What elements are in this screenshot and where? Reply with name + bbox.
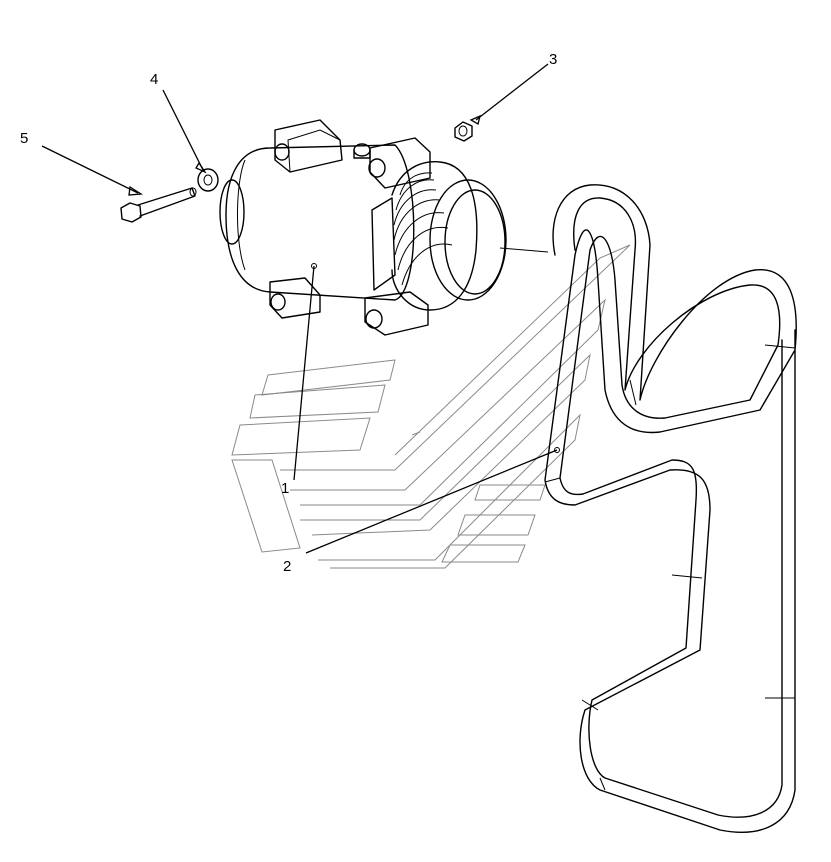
callout-1: 1 bbox=[281, 480, 289, 497]
callout-4: 4 bbox=[150, 71, 158, 88]
callout-3: 3 bbox=[549, 51, 557, 68]
bolt-icon bbox=[120, 187, 197, 223]
callout-5: 5 bbox=[20, 130, 28, 147]
drive-belt-icon bbox=[544, 184, 797, 833]
watermark-logo bbox=[231, 244, 631, 569]
leader-lines bbox=[41, 63, 558, 554]
compressor-icon bbox=[219, 119, 549, 336]
nut-icon bbox=[454, 121, 473, 142]
callout-labels: 1 2 3 4 5 bbox=[20, 51, 557, 575]
callout-2: 2 bbox=[283, 558, 291, 575]
washer-icon bbox=[197, 168, 219, 192]
